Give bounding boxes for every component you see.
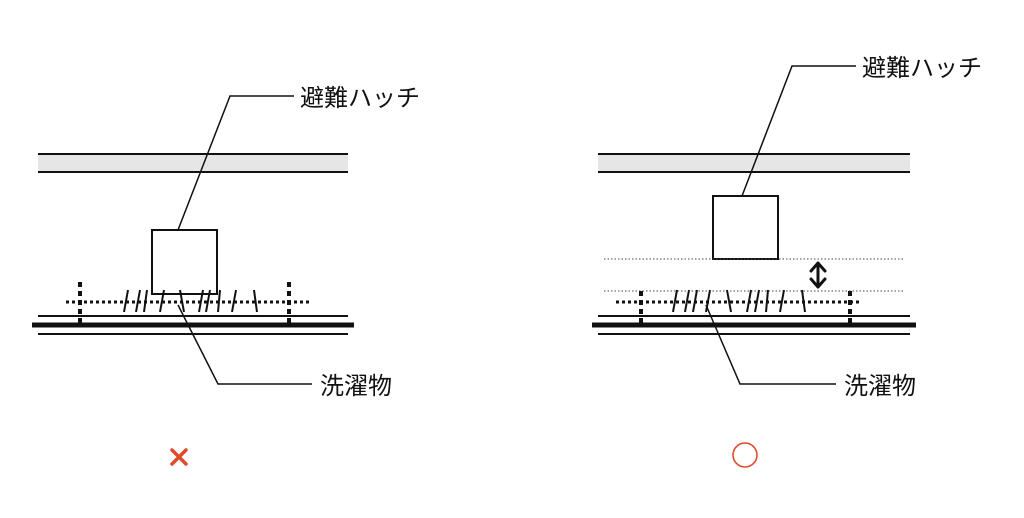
evacuation-hatch-box: [712, 195, 779, 260]
hatch-label: 避難ハッチ: [862, 54, 982, 82]
laundry-leader-line: [177, 304, 312, 385]
cross-mark-icon: [170, 448, 188, 466]
laundry-strokes: [672, 289, 806, 313]
laundry-label: 洗濯物: [320, 372, 392, 400]
laundry-strokes: [123, 289, 258, 313]
ceiling-slab: [38, 154, 348, 172]
hatch-label: 避難ハッチ: [300, 84, 420, 112]
bad-verdict-text: ×: [179, 464, 180, 467]
evacuation-hatch-box: [151, 229, 218, 295]
panel-bad: 避難ハッチ 洗濯物: [32, 84, 420, 466]
laundry-label: 洗濯物: [844, 372, 916, 400]
hatch-leader-line: [741, 65, 856, 197]
laundry-leader-line: [705, 304, 836, 385]
clearance-arrow-icon: [809, 261, 827, 289]
circle-mark-icon: [732, 442, 758, 468]
hatch-leader-line: [177, 95, 294, 231]
panel-good: 避難ハッチ 洗濯物: [592, 54, 982, 468]
